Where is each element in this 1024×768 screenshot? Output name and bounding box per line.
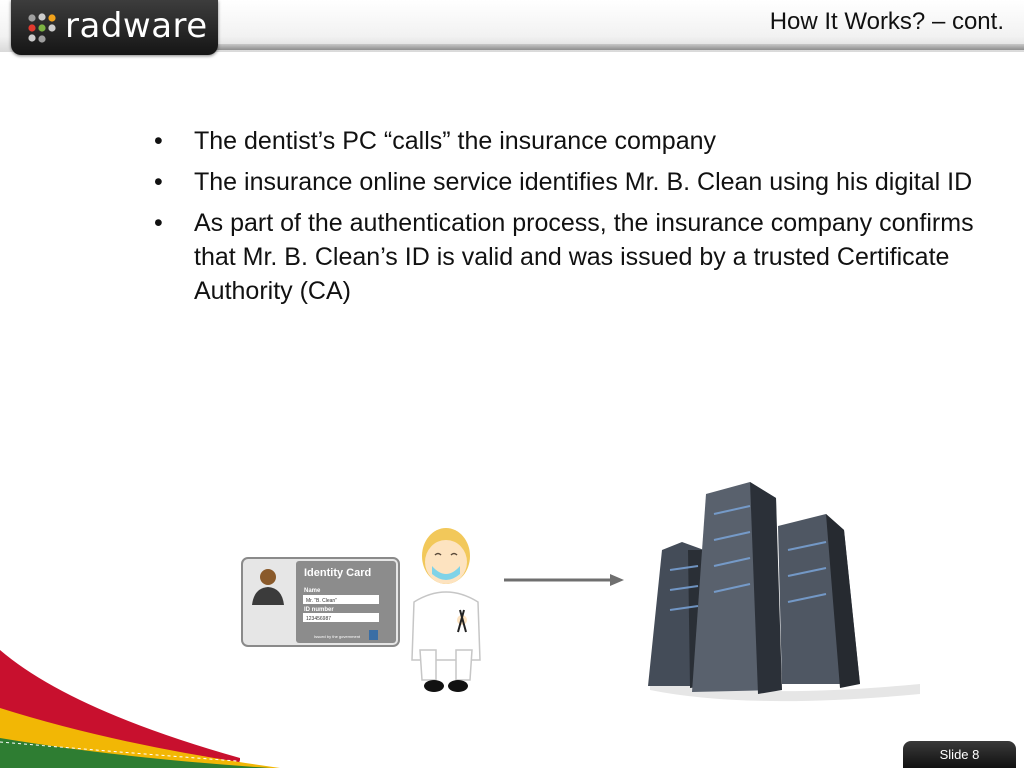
bullet-item: The dentist’s PC “calls” the insurance c… — [152, 124, 982, 158]
identity-card: Identity Card Name Mr. “B. Clean” ID num… — [241, 557, 400, 647]
corner-swoosh-decoration — [0, 650, 280, 768]
arrow-right-icon — [504, 574, 624, 586]
card-title: Identity Card — [304, 567, 371, 579]
slide-number-badge: Slide 8 — [903, 741, 1016, 768]
dentist-figure — [411, 528, 481, 692]
bullet-item: The insurance online service identifies … — [152, 165, 982, 199]
card-id-label: ID number — [304, 607, 334, 613]
authentication-illustration: Identity Card Name Mr. “B. Clean” ID num… — [241, 482, 920, 702]
slide-number: Slide 8 — [939, 747, 980, 762]
card-issuer: Issued by the government — [314, 634, 361, 639]
slide-title: How It Works? – cont. — [769, 8, 1004, 35]
card-name-label: Name — [304, 588, 321, 594]
logo-dots-icon — [28, 13, 56, 43]
card-photo-icon — [252, 569, 284, 605]
server-rack-icon — [648, 482, 920, 702]
bullet-item: As part of the authentication process, t… — [152, 206, 982, 308]
logo-text: radware — [65, 6, 208, 46]
card-name-value: Mr. “B. Clean” — [306, 598, 337, 604]
card-id-value: 123456987 — [306, 616, 331, 622]
header-divider — [210, 44, 1024, 50]
bullet-list: The dentist’s PC “calls” the insurance c… — [152, 124, 982, 315]
radware-logo: radware — [11, 0, 218, 55]
